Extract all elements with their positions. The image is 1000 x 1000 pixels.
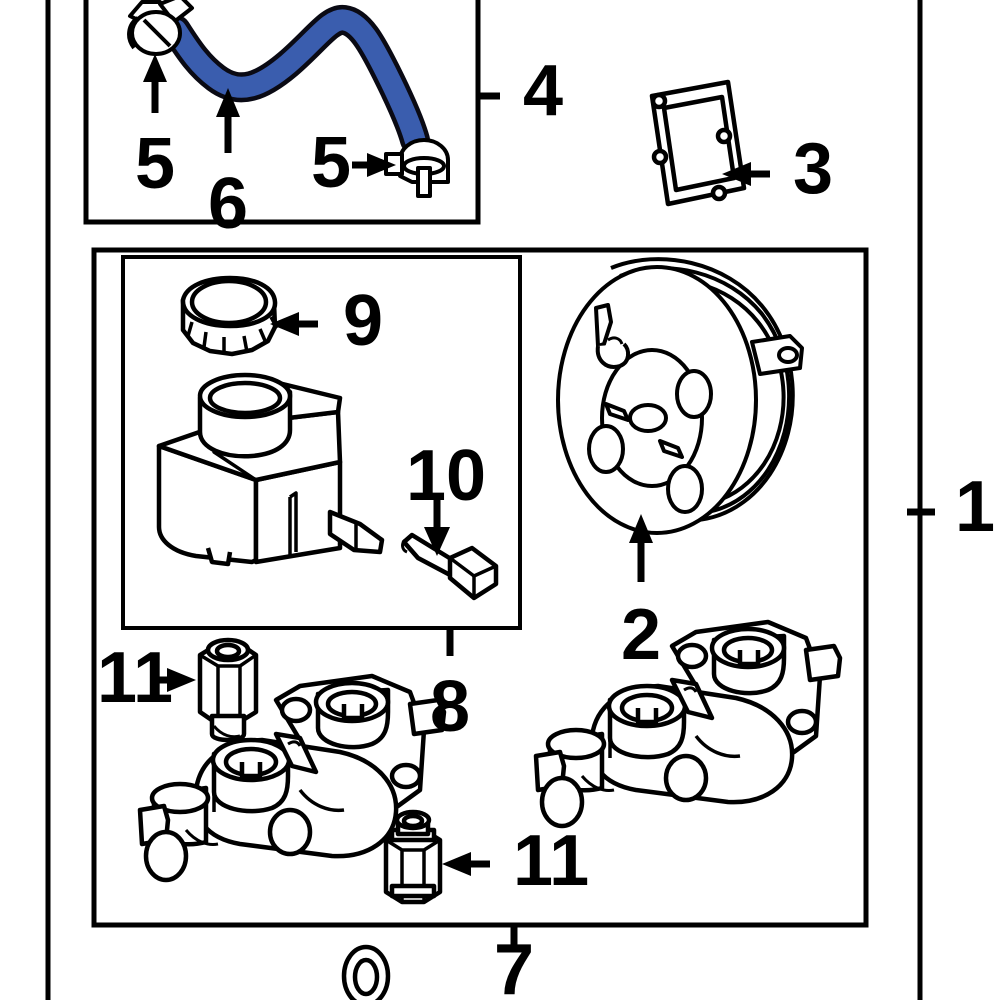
gasket-hole-tr (715, 127, 733, 145)
seal-grommet (341, 944, 391, 1000)
booster-center-hole (628, 403, 668, 433)
mc-l-seam-c (184, 829, 219, 846)
callout-11-fitting-upper: 11 (97, 638, 173, 718)
callout-6-vacuum-hose: 6 (208, 164, 248, 244)
callout-1-assembly: 1 (955, 467, 995, 547)
arrowhead-2 (629, 514, 653, 543)
mc-l-flange-hole-upper (279, 696, 313, 724)
arrowhead-3 (722, 162, 751, 186)
clamp-stem-2 (416, 166, 432, 198)
booster-cutout-bottom (666, 464, 704, 514)
gasket-hole-br (710, 184, 728, 202)
hose-clamp-upper-left (127, 0, 194, 56)
sensor-probe-tip (401, 538, 408, 554)
brake-fitting-lower (383, 809, 443, 905)
mc-r-rear-port-stem (737, 650, 761, 667)
vacuum-hose-body (165, 9, 426, 151)
reservoir-cap-face (189, 278, 269, 326)
mc-r-seam-b (694, 734, 741, 759)
arrowhead-9 (270, 312, 299, 336)
booster-valve-detail (607, 336, 624, 345)
gasket-hole-bl (651, 148, 669, 166)
mc-l-gusset-detail (287, 740, 302, 747)
booster-cutout-lower-left (587, 424, 625, 474)
booster-stud-right (658, 439, 684, 459)
callout-5-hose-clamp-right: 5 (311, 123, 351, 203)
callout-9-reservoir-cap: 9 (343, 281, 383, 361)
callout-10-fluid-level-sensor: 10 (406, 436, 486, 516)
mc-l-lower-port-boss (143, 829, 189, 883)
mc-r-seam-c (580, 775, 615, 792)
booster-cutout-upper-right (675, 369, 713, 419)
hose-clamp-lower-right (384, 138, 450, 198)
reservoir-cap-knurling (186, 316, 279, 353)
master-cylinder-right (533, 619, 843, 829)
fluid-reservoir (156, 372, 385, 567)
callout-7-master-cylinder-group: 7 (494, 930, 534, 1000)
booster-stud-left (604, 402, 630, 422)
mc-l-center-lower-stub (267, 807, 313, 857)
vacuum-hose (161, 5, 430, 155)
vacuum-hose-frame (83, 0, 481, 225)
arrowhead-11-lower (442, 852, 471, 876)
fitting-u-hex-verticals (216, 666, 242, 723)
clamp-band (127, 16, 140, 50)
fitting-u-hex-top-edges (199, 653, 257, 668)
mc-l-front-port-stem (239, 762, 263, 779)
leader-group (143, 54, 935, 952)
frame-group (45, 0, 923, 1000)
mc-l-side-outlet (407, 697, 447, 737)
master-cylinder-left (137, 673, 447, 883)
callout-labels: 1 2 3 4 5 5 6 7 8 9 10 11 11 (97, 51, 995, 1000)
gasket-hole-tl (650, 92, 668, 110)
clamp-split-line (142, 18, 172, 48)
mc-r-gusset-detail (683, 686, 698, 693)
callout-2-power-brake-booster: 2 (621, 595, 661, 675)
arrowhead-5-left (143, 54, 167, 82)
reservoir-filler-rim-inner (207, 380, 283, 416)
fitting-l-hex-top-edges (385, 838, 441, 852)
mc-r-gusset (669, 677, 715, 721)
callout-11-fitting-lower: 11 (513, 821, 589, 901)
mc-r-lower-port-boss (539, 775, 585, 829)
mc-l-seam-b (298, 788, 345, 813)
mc-r-flange-hole-lower (785, 708, 819, 736)
booster-valve-elbow (595, 342, 631, 369)
reservoir-frame (121, 255, 522, 630)
fitting-u-shank (209, 713, 247, 743)
mc-l-rear-port-stem (341, 704, 365, 721)
fitting-l-base (389, 883, 437, 899)
arrowhead-6 (216, 88, 240, 117)
mc-l-gusset (273, 731, 319, 775)
callout-4-vacuum-hose-assembly: 4 (523, 51, 563, 131)
reservoir-cap (180, 275, 279, 357)
callout-3-booster-gasket: 3 (793, 129, 833, 209)
fluid-level-sensor (401, 532, 499, 601)
seal-grommet-inner (352, 957, 380, 997)
master-cylinder-frame (91, 247, 869, 928)
fitting-u-bore (214, 642, 242, 660)
booster-gasket (649, 79, 747, 207)
mc-r-side-outlet (803, 643, 843, 683)
arrowhead-11-upper (167, 668, 196, 692)
sensor-connector-body (447, 545, 499, 601)
reservoir-sight-rib-edge (289, 491, 298, 552)
mc-r-center-lower-stub (663, 753, 709, 803)
fitting-u-shank-detail (212, 725, 241, 739)
callout-5-hose-clamp-left: 5 (135, 124, 175, 204)
mc-r-flange-hole-upper (675, 642, 709, 670)
arrowhead-5-right (367, 153, 396, 177)
booster-valve-neck (594, 303, 613, 348)
mc-l-flange-hole-lower (389, 762, 423, 790)
power-brake-booster (556, 257, 804, 535)
reservoir-bottom-foot (205, 547, 233, 567)
mc-r-front-port-stem (635, 708, 659, 725)
brake-fitting-upper (197, 637, 259, 743)
arrowhead-10 (424, 527, 450, 556)
booster-rear-rim (619, 266, 791, 516)
booster-bracket-hole (777, 346, 799, 364)
callout-8-reservoir-group: 8 (430, 667, 470, 747)
fitting-l-bore (401, 813, 425, 829)
